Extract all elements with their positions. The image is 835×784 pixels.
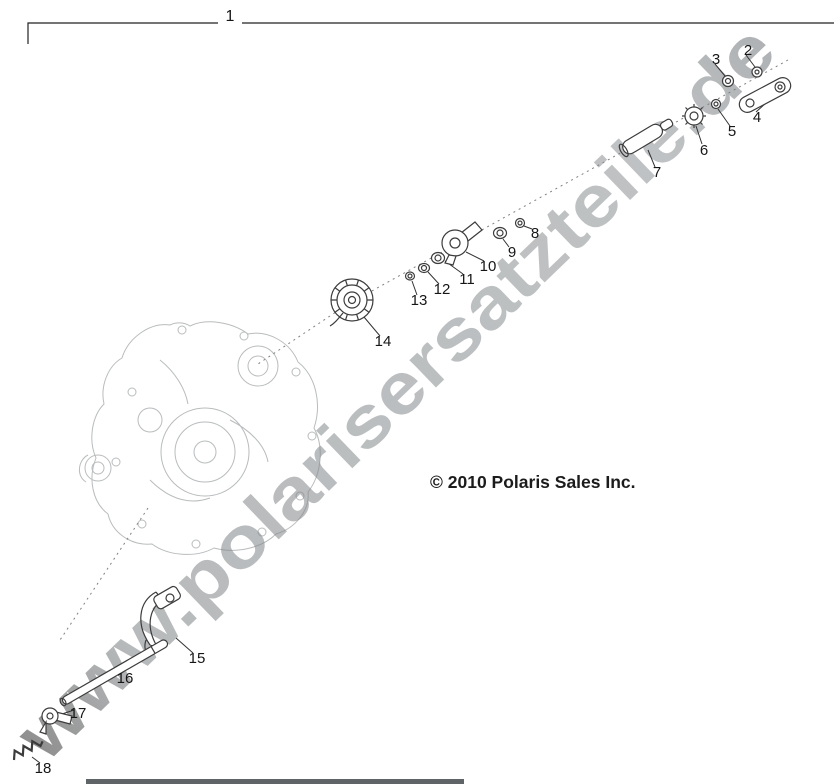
- part-label-12: 12: [434, 281, 451, 298]
- part-label-8: 8: [531, 225, 539, 242]
- part-label-10: 10: [480, 258, 497, 275]
- part-label-17: 17: [70, 705, 87, 722]
- part-12-washer: [417, 262, 431, 274]
- part-label-7: 7: [653, 164, 661, 181]
- part-13-washer: [404, 271, 416, 281]
- copyright-text: © 2010 Polaris Sales Inc.: [430, 472, 636, 492]
- part-7-shaft: [618, 118, 674, 158]
- part-label-15: 15: [189, 650, 206, 667]
- part-label-1: 1: [226, 8, 235, 25]
- part-8-screw: [514, 217, 526, 229]
- bottom-edge-artifact: [86, 779, 464, 784]
- part-label-6: 6: [700, 142, 708, 159]
- part-label-18: 18: [35, 760, 52, 777]
- part-17-fork-lever: [39, 707, 73, 735]
- part-3-washer: [721, 74, 735, 88]
- part-label-11: 11: [459, 271, 475, 288]
- part-5-oring: [710, 98, 722, 110]
- part-2-screw: [751, 66, 763, 78]
- part-label-3: 3: [712, 51, 720, 68]
- part-label-4: 4: [753, 109, 761, 126]
- assembly-axis-lines: [59, 59, 789, 641]
- part-16-shift-rail: [59, 639, 169, 707]
- part-6-knurled-cam: [682, 104, 706, 128]
- part-9-washer: [492, 226, 508, 240]
- part-label-16: 16: [117, 670, 134, 687]
- part-label-9: 9: [508, 244, 516, 261]
- part-10-stopper-bracket: [441, 221, 483, 266]
- assembly-bracket: [27, 22, 834, 44]
- part-11-washer: [430, 251, 446, 265]
- part-label-2: 2: [744, 42, 752, 59]
- leader-lines: [31, 54, 767, 764]
- part-label-14: 14: [375, 333, 392, 350]
- part-18-spring: [12, 739, 44, 761]
- part-4-link-arm: [738, 77, 792, 113]
- part-label-5: 5: [728, 123, 736, 140]
- part-label-13: 13: [411, 292, 428, 309]
- part-14-ratchet-gear: [329, 278, 374, 327]
- engine-case-sketch: [79, 321, 321, 555]
